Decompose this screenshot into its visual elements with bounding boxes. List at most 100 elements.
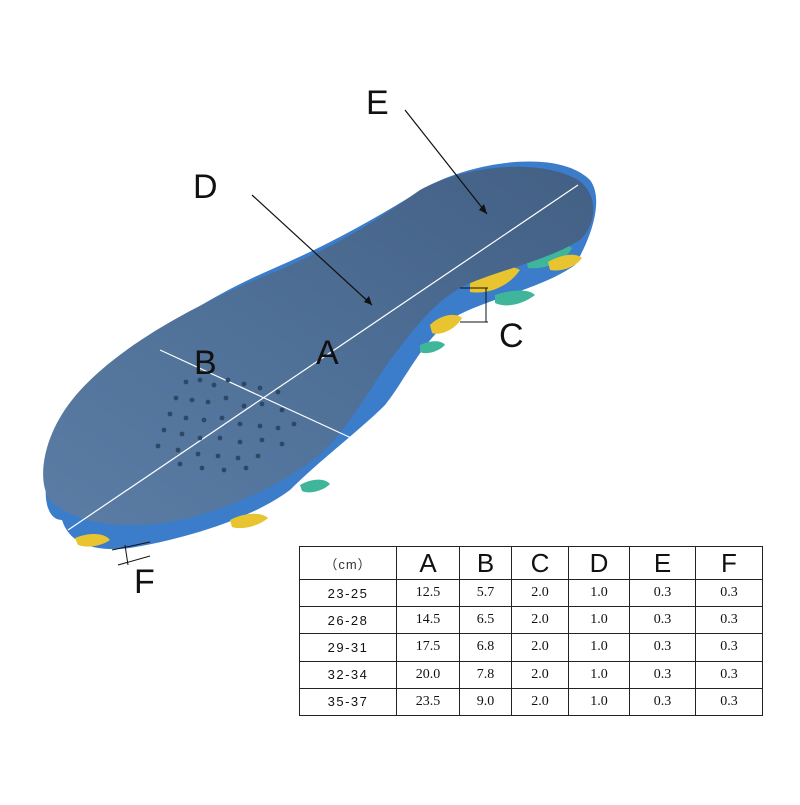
value-cell: 1.0 — [568, 687, 630, 717]
value-cell: 0.3 — [629, 633, 696, 662]
value-cell: 0.3 — [695, 660, 763, 689]
value-cell: 20.0 — [396, 660, 460, 689]
bracket-f-top — [111, 541, 151, 551]
bracket-f-bottom — [117, 555, 151, 566]
value-cell: 6.8 — [459, 633, 512, 662]
ventilation-hole — [241, 403, 247, 409]
value-cell: 1.0 — [568, 633, 630, 662]
size-table: （cm） A B C D E F 23-25 12.5 5.7 2.0 1.0 … — [299, 546, 763, 717]
ventilation-hole — [257, 423, 263, 429]
measure-line-b — [159, 349, 361, 443]
value-cell: 14.5 — [396, 606, 460, 635]
size-cell: 29-31 — [299, 633, 397, 662]
label-e: E — [366, 84, 389, 122]
camo-patch — [495, 290, 535, 306]
measure-line-a — [67, 184, 579, 531]
ventilation-hole — [221, 467, 227, 473]
ventilation-hole — [215, 453, 221, 459]
value-cell: 17.5 — [396, 633, 460, 662]
camo-patch — [300, 479, 330, 493]
value-cell: 0.3 — [629, 660, 696, 689]
label-f: F — [134, 563, 155, 601]
ventilation-hole — [279, 441, 285, 447]
ventilation-hole — [279, 407, 285, 413]
camo-patch — [230, 513, 268, 529]
ventilation-hole — [291, 421, 297, 427]
label-d: D — [193, 168, 218, 206]
value-cell: 2.0 — [511, 633, 569, 662]
pointer-e — [404, 109, 488, 215]
camo-patch — [430, 314, 462, 334]
ventilation-hole — [219, 415, 225, 421]
ventilation-hole — [173, 395, 179, 401]
ventilation-hole — [243, 465, 249, 471]
table-row: 23-25 12.5 5.7 2.0 1.0 0.3 0.3 — [299, 578, 763, 608]
col-header-b: B — [459, 546, 512, 580]
value-cell: 1.0 — [568, 660, 630, 689]
bracket-f-vert — [124, 544, 129, 566]
ventilation-hole — [161, 427, 167, 433]
col-header-d: D — [568, 546, 630, 580]
ventilation-hole — [211, 382, 217, 388]
ventilation-hole — [235, 455, 241, 461]
ventilation-hole — [175, 447, 181, 453]
value-cell: 6.5 — [459, 606, 512, 635]
ventilation-hole — [275, 425, 281, 431]
camo-patch — [548, 254, 582, 271]
value-cell: 0.3 — [629, 687, 696, 717]
ventilation-hole — [241, 381, 247, 387]
ventilation-hole — [237, 439, 243, 445]
ventilation-hole — [223, 395, 229, 401]
ventilation-hole — [155, 443, 161, 449]
ventilation-hole — [205, 399, 211, 405]
ventilation-hole — [257, 385, 263, 391]
ventilation-holes — [155, 377, 297, 473]
value-cell: 2.0 — [511, 660, 569, 689]
col-header-a: A — [396, 546, 460, 580]
value-cell: 23.5 — [396, 687, 460, 717]
col-header-e: E — [629, 546, 696, 580]
value-cell: 7.8 — [459, 660, 512, 689]
ventilation-hole — [189, 397, 195, 403]
value-cell: 2.0 — [511, 578, 569, 608]
value-cell: 2.0 — [511, 687, 569, 717]
value-cell: 9.0 — [459, 687, 512, 717]
size-cell: 35-37 — [299, 687, 397, 717]
value-cell: 0.3 — [695, 633, 763, 662]
ventilation-hole — [197, 435, 203, 441]
camo-patch — [75, 534, 110, 547]
ventilation-hole — [255, 453, 261, 459]
ventilation-hole — [199, 465, 205, 471]
col-header-c: C — [511, 546, 569, 580]
label-b: B — [194, 344, 217, 382]
ventilation-hole — [179, 431, 185, 437]
value-cell: 5.7 — [459, 578, 512, 608]
value-cell: 2.0 — [511, 606, 569, 635]
ventilation-hole — [195, 451, 201, 457]
ventilation-hole — [201, 417, 207, 423]
size-cell: 26-28 — [299, 606, 397, 635]
ventilation-hole — [225, 377, 231, 383]
value-cell: 0.3 — [695, 606, 763, 635]
ventilation-hole — [183, 415, 189, 421]
table-header-row: （cm） A B C D E F — [299, 546, 763, 580]
ventilation-hole — [275, 389, 281, 395]
value-cell: 1.0 — [568, 578, 630, 608]
ventilation-hole — [177, 461, 183, 467]
value-cell: 1.0 — [568, 606, 630, 635]
size-cell: 23-25 — [299, 578, 397, 608]
ventilation-hole — [183, 379, 189, 385]
pointer-d — [251, 194, 373, 306]
ventilation-hole — [259, 401, 265, 407]
label-a: A — [316, 334, 339, 372]
ventilation-hole — [197, 377, 203, 383]
camo-patch — [420, 341, 445, 354]
ventilation-hole — [237, 421, 243, 427]
value-cell: 0.3 — [695, 687, 763, 717]
ventilation-hole — [217, 435, 223, 441]
ventilation-hole — [167, 411, 173, 417]
value-cell: 0.3 — [629, 606, 696, 635]
value-cell: 0.3 — [695, 578, 763, 608]
